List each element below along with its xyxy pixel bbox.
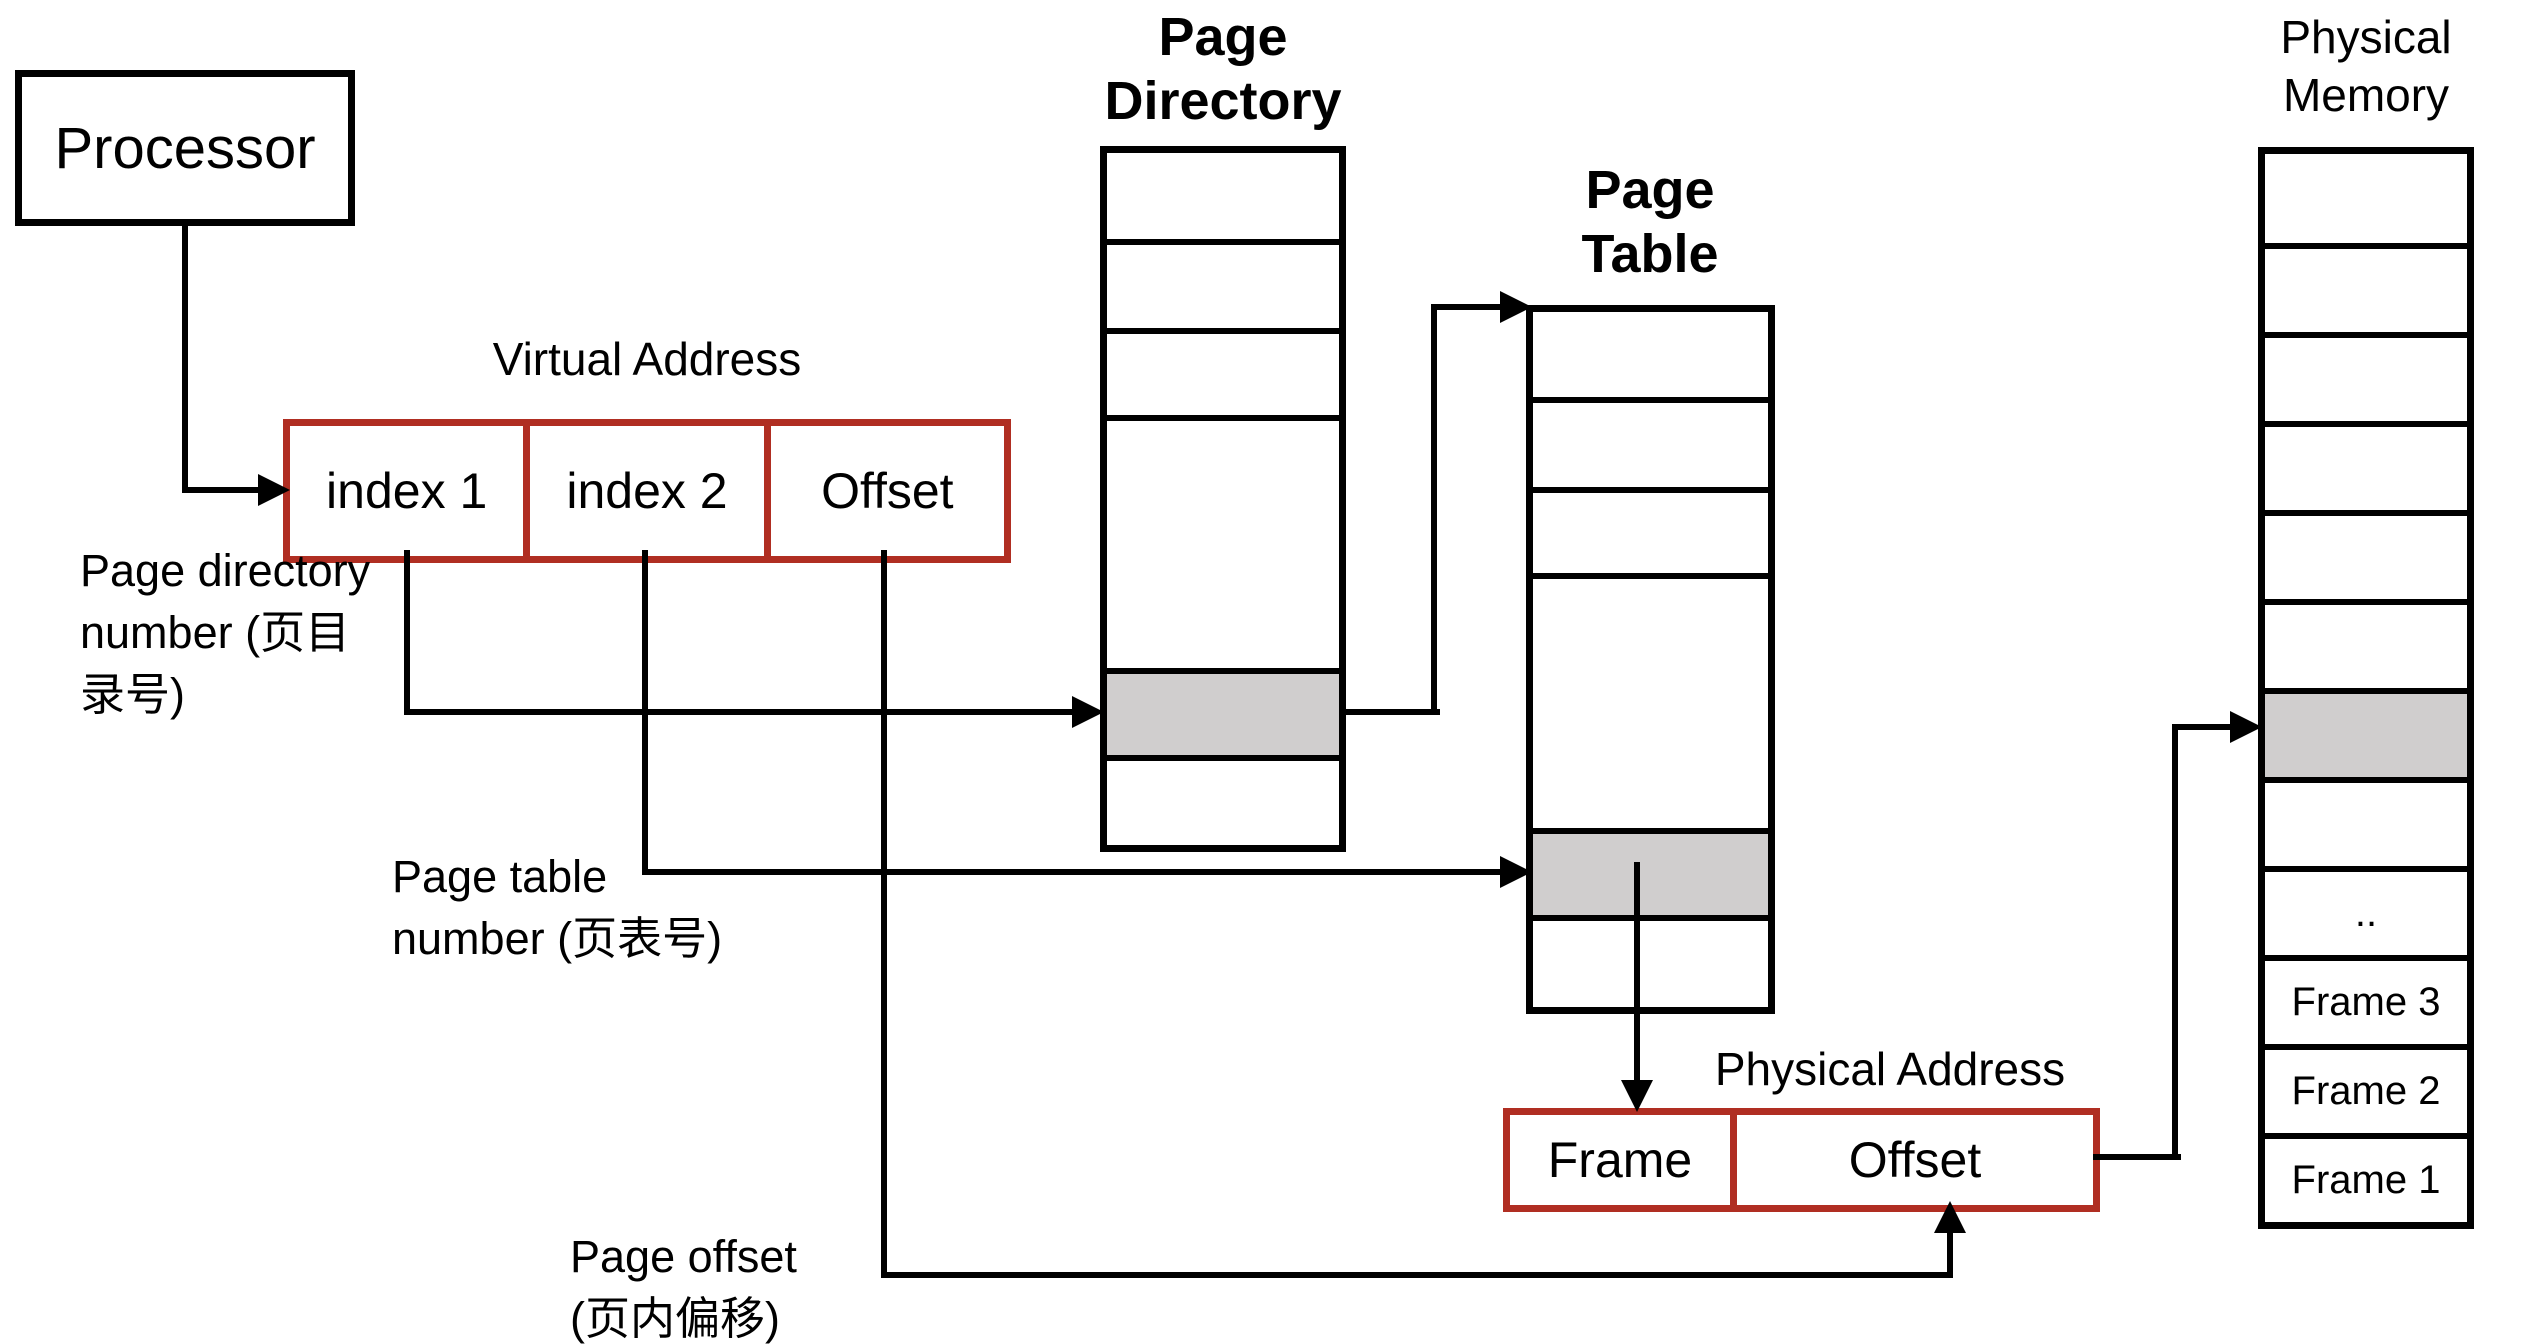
arrow-offset-vertical bbox=[881, 550, 887, 1278]
physical-address-box: Frame Offset bbox=[1503, 1108, 2100, 1212]
table-row bbox=[1533, 915, 1768, 1007]
page-directory-table bbox=[1100, 146, 1346, 852]
table-row bbox=[1107, 415, 1339, 668]
table-row bbox=[1107, 239, 1339, 328]
arrow-index2-vertical bbox=[642, 550, 648, 875]
va-cell-offset: Offset bbox=[763, 426, 1004, 556]
arrow-index1-horizontal bbox=[404, 709, 1072, 715]
table-row bbox=[1533, 487, 1768, 573]
table-row: Frame 2 bbox=[2265, 1044, 2467, 1133]
arrow-index2-horizontal bbox=[642, 869, 1500, 875]
connector-pa-to-pm-horizontal2 bbox=[2172, 724, 2232, 730]
arrow-index1-vertical bbox=[404, 550, 410, 715]
arrowhead-processor-to-va-icon bbox=[258, 474, 290, 506]
arrowhead-pd-to-pt-icon bbox=[1500, 291, 1532, 323]
table-row bbox=[2265, 421, 2467, 510]
arrowhead-offset-to-physical-address-icon bbox=[1934, 1201, 1966, 1233]
page-table-number-label: Page table number (页表号) bbox=[392, 851, 723, 964]
page-directory-number-label: Page directory number (页目 录号) bbox=[80, 545, 371, 720]
table-row bbox=[1107, 328, 1339, 415]
page-directory-title: Page Directory bbox=[1104, 7, 1342, 131]
table-row bbox=[1533, 573, 1768, 828]
va-cell-index2: index 2 bbox=[523, 426, 763, 556]
arrowhead-pa-to-pm-icon bbox=[2230, 711, 2262, 743]
table-row bbox=[1107, 755, 1339, 845]
physical-memory-title: Physical Memory bbox=[2280, 11, 2452, 121]
table-row: Frame 3 bbox=[2265, 955, 2467, 1044]
arrow-processor-to-va-vertical bbox=[182, 222, 188, 493]
processor-box: Processor bbox=[15, 70, 355, 226]
arrowhead-pt-to-frame-icon bbox=[1621, 1080, 1653, 1112]
virtual-address-box: index 1 index 2 Offset bbox=[283, 419, 1011, 563]
arrow-pt-to-frame-vertical bbox=[1634, 862, 1640, 1082]
arrowhead-index2-to-page-table-icon bbox=[1500, 856, 1532, 888]
table-row bbox=[2265, 599, 2467, 688]
table-row bbox=[2265, 243, 2467, 332]
table-row-shaded bbox=[2265, 688, 2467, 777]
page-table-table bbox=[1526, 305, 1775, 1014]
virtual-address-title: Virtual Address bbox=[492, 333, 802, 385]
connector-pd-to-pt-horizontal1 bbox=[1343, 709, 1440, 715]
table-row bbox=[2265, 154, 2467, 243]
table-row: Frame 1 bbox=[2265, 1133, 2467, 1222]
table-row bbox=[2265, 777, 2467, 866]
va-cell-index1: index 1 bbox=[326, 463, 488, 519]
table-row: .. bbox=[2265, 866, 2467, 955]
connector-pa-to-pm-horizontal1 bbox=[2093, 1154, 2181, 1160]
pa-cell-offset: Offset bbox=[1730, 1115, 2093, 1205]
table-row bbox=[1533, 397, 1768, 487]
arrow-offset-horizontal bbox=[881, 1272, 1953, 1278]
physical-address-title: Physical Address bbox=[1714, 1043, 2066, 1095]
arrow-offset-up-segment bbox=[1947, 1233, 1953, 1278]
connector-pa-to-pm-vertical bbox=[2172, 724, 2178, 1160]
processor-label: Processor bbox=[54, 115, 316, 181]
connector-pd-to-pt-vertical bbox=[1431, 304, 1437, 715]
arrowhead-index1-to-page-directory-icon bbox=[1072, 696, 1104, 728]
table-row bbox=[1533, 312, 1768, 397]
page-offset-label: Page offset (页内偏移) bbox=[570, 1231, 797, 1344]
arrow-processor-to-va-horizontal bbox=[182, 487, 262, 493]
table-row bbox=[2265, 332, 2467, 421]
table-row-shaded bbox=[1533, 828, 1768, 915]
table-row bbox=[2265, 510, 2467, 599]
table-row bbox=[1107, 153, 1339, 239]
connector-pd-to-pt-horizontal2 bbox=[1431, 304, 1500, 310]
pa-cell-frame: Frame bbox=[1547, 1132, 1693, 1188]
table-row-shaded bbox=[1107, 668, 1339, 755]
page-table-title: Page Table bbox=[1581, 160, 1719, 284]
